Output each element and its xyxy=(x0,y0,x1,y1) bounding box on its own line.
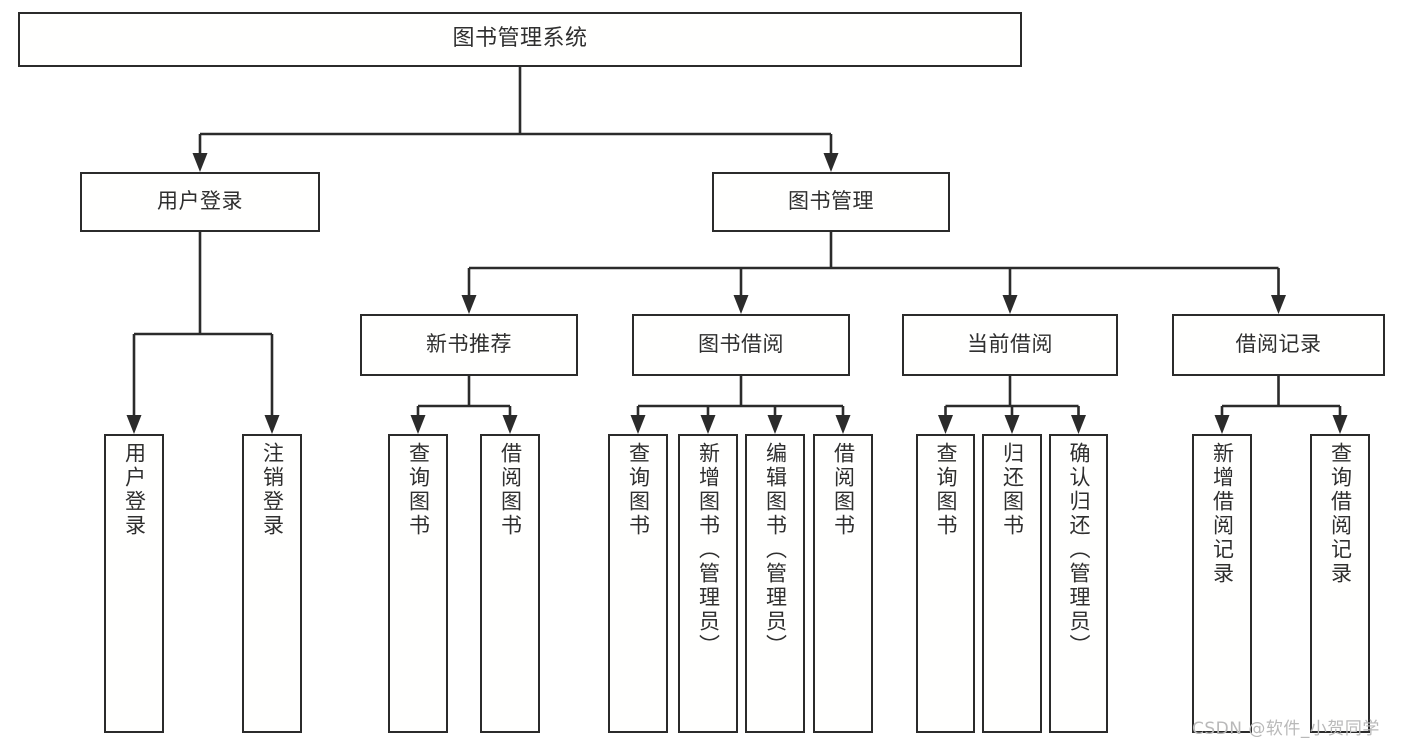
connector-arrowhead xyxy=(461,295,477,314)
node-label-book-borrow: 图书借阅 xyxy=(698,332,784,357)
node-leaf-logout[interactable]: 注销登录 xyxy=(242,434,302,733)
node-leaf-borrow-book-2[interactable]: 借阅图书 xyxy=(813,434,873,733)
node-label-book-manage: 图书管理 xyxy=(788,189,874,214)
node-label-leaf-return-book: 归还图书 xyxy=(1000,442,1025,538)
node-label-leaf-logout: 注销登录 xyxy=(260,442,285,538)
connector-arrowhead xyxy=(630,415,646,434)
connector-arrowhead xyxy=(126,415,142,434)
connector-arrowhead xyxy=(192,153,208,172)
node-leaf-return-book[interactable]: 归还图书 xyxy=(982,434,1042,733)
connector-arrowhead xyxy=(1004,415,1020,434)
connector-arrowhead xyxy=(1332,415,1348,434)
node-label-leaf-confirm-return-admin: 确认归还（管理员） xyxy=(1067,442,1091,658)
connector-arrowhead xyxy=(264,415,280,434)
node-new-book-recommend[interactable]: 新书推荐 xyxy=(360,314,578,376)
node-label-user-login: 用户登录 xyxy=(157,189,243,214)
node-leaf-edit-book-admin[interactable]: 编辑图书（管理员） xyxy=(745,434,805,733)
node-leaf-user-login[interactable]: 用户登录 xyxy=(104,434,164,733)
connector-arrowhead xyxy=(835,415,851,434)
node-leaf-query-book-3[interactable]: 查询图书 xyxy=(916,434,975,733)
node-label-leaf-edit-book-admin: 编辑图书（管理员） xyxy=(763,442,788,658)
node-book-borrow[interactable]: 图书借阅 xyxy=(632,314,850,376)
node-label-borrow-record: 借阅记录 xyxy=(1235,332,1322,357)
node-leaf-borrow-book-1[interactable]: 借阅图书 xyxy=(480,434,540,733)
connector-arrowhead xyxy=(938,415,953,434)
node-leaf-query-book-2[interactable]: 查询图书 xyxy=(608,434,668,733)
connector-arrowhead xyxy=(823,153,839,172)
node-label-leaf-query-book-1: 查询图书 xyxy=(406,442,431,538)
node-label-leaf-query-borrow-record: 查询借阅记录 xyxy=(1328,442,1353,586)
connector-arrowhead xyxy=(767,415,783,434)
node-label-leaf-borrow-book-2: 借阅图书 xyxy=(831,442,856,538)
node-user-login[interactable]: 用户登录 xyxy=(80,172,320,232)
node-label-leaf-user-login: 用户登录 xyxy=(122,442,147,538)
connector-arrowhead xyxy=(733,295,749,314)
node-book-manage[interactable]: 图书管理 xyxy=(712,172,950,232)
node-label-new-book-recommend: 新书推荐 xyxy=(426,332,512,357)
connector-arrowhead xyxy=(700,415,716,434)
node-label-leaf-query-book-2: 查询图书 xyxy=(626,442,651,538)
connector-arrowhead xyxy=(1271,295,1286,314)
node-leaf-query-book-1[interactable]: 查询图书 xyxy=(388,434,448,733)
connector-arrowhead xyxy=(1002,295,1018,314)
node-label-leaf-add-book-admin: 新增图书（管理员） xyxy=(696,442,721,658)
connector-arrowhead xyxy=(1214,415,1230,434)
connector-arrowhead xyxy=(502,415,518,434)
node-label-leaf-add-borrow-record: 新增借阅记录 xyxy=(1210,442,1235,586)
node-borrow-record[interactable]: 借阅记录 xyxy=(1172,314,1385,376)
node-leaf-confirm-return-admin[interactable]: 确认归还（管理员） xyxy=(1049,434,1108,733)
watermark-label: CSDN @软件_小贺同学 xyxy=(1192,719,1380,739)
node-leaf-add-borrow-record[interactable]: 新增借阅记录 xyxy=(1192,434,1252,733)
connector-arrowhead xyxy=(410,415,426,434)
connector-arrowhead xyxy=(1071,415,1086,434)
node-root[interactable]: 图书管理系统 xyxy=(18,12,1022,67)
node-leaf-query-borrow-record[interactable]: 查询借阅记录 xyxy=(1310,434,1370,733)
node-label-leaf-query-book-3: 查询图书 xyxy=(934,442,958,538)
node-current-borrow[interactable]: 当前借阅 xyxy=(902,314,1118,376)
node-label-current-borrow: 当前借阅 xyxy=(967,332,1053,357)
node-leaf-add-book-admin[interactable]: 新增图书（管理员） xyxy=(678,434,738,733)
node-label-leaf-borrow-book-1: 借阅图书 xyxy=(498,442,523,538)
node-label-root: 图书管理系统 xyxy=(452,26,588,52)
